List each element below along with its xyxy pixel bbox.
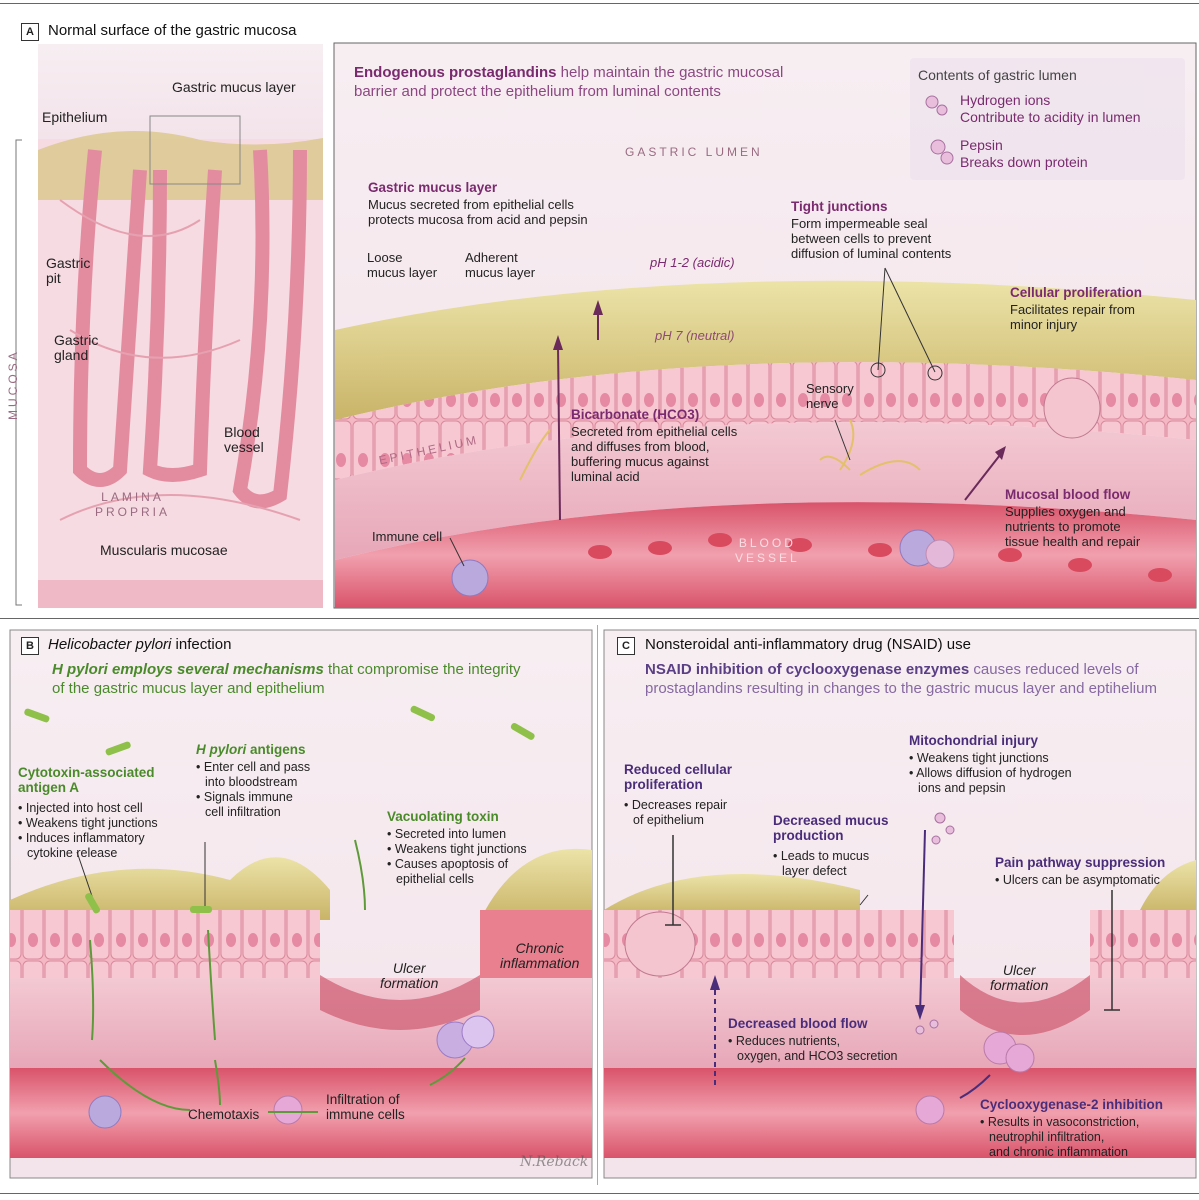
caga-item-1: Injected into host cell — [18, 801, 198, 816]
panel-a-left-art — [15, 44, 323, 608]
tight-junctions-desc: Form impermeable seal between cells to p… — [791, 216, 952, 261]
panel-b-title: Helicobacter pylori infection — [48, 636, 231, 653]
panel-c-lead: NSAID inhibition of cyclooxygenase enzym… — [645, 660, 1195, 698]
intro-bold: Endogenous prostaglandins — [354, 64, 557, 81]
cox2-item-1: Results in vasoconstriction, neutrophil … — [980, 1115, 1190, 1160]
chemotaxis-label: Chemotaxis — [188, 1107, 260, 1122]
pepsin-desc: Breaks down protein — [960, 154, 1088, 170]
hydrogen-desc: Contribute to acidity in lumen — [960, 109, 1141, 125]
b-chronic-label: Chronic inflammation — [500, 940, 580, 971]
label-gastric-mucus-layer: Gastric mucus layer — [172, 79, 296, 95]
vac-toxin-title: Vacuolating toxin — [387, 809, 499, 824]
bc-divider — [597, 625, 598, 1185]
cox2-list: Results in vasoconstriction, neutrophil … — [980, 1115, 1190, 1160]
panel-b-art — [9, 629, 593, 1179]
label-gastric-gland: Gastric gland — [54, 332, 99, 363]
b-ulcer-label: Ulcer formation — [380, 960, 439, 991]
cox2-title: Cyclooxygenase-2 inhibition — [980, 1097, 1164, 1112]
decreased-flow-list: Reduces nutrients, oxygen, and HCO3 secr… — [728, 1034, 928, 1064]
hydrogen-title: Hydrogen ions — [960, 92, 1051, 108]
top-rule — [0, 3, 1199, 4]
label-epithelium: Epithelium — [42, 109, 108, 125]
decreased-flow-item-1: Reduces nutrients, oxygen, and HCO3 secr… — [728, 1034, 928, 1064]
panel-a-title: Normal surface of the gastric mucosa — [48, 22, 297, 39]
panel-b-lead-rest: that compromise the integrity of the gas… — [52, 661, 521, 697]
pain-item-1: Ulcers can be asymptomatic — [995, 873, 1195, 888]
decreased-mucus-item-1: Leads to mucus layer defect — [773, 849, 903, 879]
mito-item-2: Allows diffusion of hydrogen ions and pe… — [909, 766, 1119, 796]
panel-b-title-rest: infection — [171, 636, 232, 653]
vac-item-2: Weakens tight junctions — [387, 842, 587, 857]
panel-a-intro: Endogenous prostaglandins help maintain … — [354, 63, 894, 101]
panel-c-title: Nonsteroidal anti-inflammatory drug (NSA… — [645, 636, 971, 653]
mucus-title: Gastric mucus layer — [368, 180, 498, 195]
label-lamina-propria: LAMINA PROPRIA — [95, 490, 171, 519]
panel-a-tag: A — [21, 23, 39, 41]
label-muscularis-mucosae: Muscularis mucosae — [100, 542, 228, 558]
bicarbonate-title: Bicarbonate (HCO3) — [571, 407, 700, 422]
caga-item-2: Weakens tight junctions — [18, 816, 198, 831]
decreased-mucus-title: Decreased mucus production — [773, 813, 889, 843]
panel-b-title-italic: Helicobacter pylori — [48, 636, 172, 653]
label-loose: Loose mucus layer — [367, 250, 438, 280]
antigens-title-rest: antigens — [246, 742, 306, 757]
label-blood-vessel-band: BLOOD VESSEL — [735, 536, 800, 565]
vac-item-1: Secreted into lumen — [387, 827, 587, 842]
panel-b-lead-bold: H pylori employs several mechanisms — [52, 661, 324, 678]
panel-a-right-art — [333, 42, 1197, 609]
label-sensory-nerve: Sensory nerve — [806, 381, 854, 411]
antigens-item-2: Signals immune cell infiltration — [196, 790, 356, 820]
pain-title: Pain pathway suppression — [995, 855, 1166, 870]
decreased-mucus-list: Leads to mucus layer defect — [773, 849, 903, 879]
mid-rule — [0, 618, 1199, 619]
infiltration-label: Infiltration of immune cells — [326, 1092, 405, 1122]
antigens-item-1: Enter cell and pass into bloodstream — [196, 760, 356, 790]
panel-c-tag: C — [617, 637, 635, 655]
label-ph-neutral: pH 7 (neutral) — [655, 328, 735, 343]
mito-title: Mitochondrial injury — [909, 733, 1039, 748]
pepsin-title: Pepsin — [960, 137, 1003, 153]
caga-list: Injected into host cell Weakens tight ju… — [18, 801, 198, 861]
bicarbonate-desc: Secreted from epithelial cells and diffu… — [571, 424, 738, 484]
cellular-prolif-title: Cellular proliferation — [1010, 285, 1143, 300]
panel-b-tag: B — [21, 637, 39, 655]
label-immune-cell: Immune cell — [372, 529, 443, 544]
artist-signature: N.Reback — [520, 1154, 589, 1170]
mito-list: Weakens tight junctions Allows diffusion… — [909, 751, 1119, 796]
reduced-prolif-list: Decreases repair of epithelium — [624, 798, 754, 828]
cellular-prolif-desc: Facilitates repair from minor injury — [1010, 302, 1135, 332]
reduced-prolif-title: Reduced cellular proliferation — [624, 762, 733, 792]
vac-toxin-list: Secreted into lumen Weakens tight juncti… — [387, 827, 587, 887]
label-mucosa: MUCOSA — [6, 349, 20, 420]
label-gastric-pit: Gastric pit — [46, 255, 91, 286]
caga-title: Cytotoxin-associated antigen A — [18, 765, 155, 795]
antigens-list: Enter cell and pass into bloodstream Sig… — [196, 760, 356, 820]
vac-item-3: Causes apoptosis of epithelial cells — [387, 857, 587, 887]
bottom-rule — [0, 1193, 1199, 1194]
label-ph-acidic: pH 1-2 (acidic) — [650, 255, 735, 270]
label-gastric-lumen: GASTRIC LUMEN — [625, 145, 763, 159]
blood-flow-desc: Supplies oxygen and nutrients to promote… — [1005, 504, 1141, 549]
lumen-box-title: Contents of gastric lumen — [918, 67, 1077, 83]
intro-rest: help maintain the gastric mucosal barrie… — [354, 64, 784, 100]
antigens-title-italic: H pylori — [196, 742, 247, 757]
label-blood-vessel: Blood vessel — [224, 424, 264, 455]
mito-item-1: Weakens tight junctions — [909, 751, 1119, 766]
tight-junctions-title: Tight junctions — [791, 199, 888, 214]
antigens-title: H pylori antigens — [196, 742, 306, 757]
label-adherent: Adherent mucus layer — [465, 250, 536, 280]
pain-list: Ulcers can be asymptomatic — [995, 873, 1195, 888]
blood-flow-title: Mucosal blood flow — [1005, 487, 1131, 502]
reduced-prolif-item-1: Decreases repair of epithelium — [624, 798, 754, 828]
panel-b-lead: H pylori employs several mechanisms that… — [52, 660, 592, 698]
decreased-flow-title: Decreased blood flow — [728, 1016, 868, 1031]
panel-c-lead-rest: causes reduced levels of prostaglandins … — [645, 661, 1157, 697]
mucus-desc: Mucus secreted from epithelial cells pro… — [368, 197, 588, 227]
panel-c-art — [603, 629, 1197, 1179]
panel-c-lead-bold: NSAID inhibition of cyclooxygenase enzym… — [645, 661, 970, 678]
c-ulcer-label: Ulcer formation — [990, 962, 1049, 993]
caga-item-3: Induces inflammatory cytokine release — [18, 831, 198, 861]
